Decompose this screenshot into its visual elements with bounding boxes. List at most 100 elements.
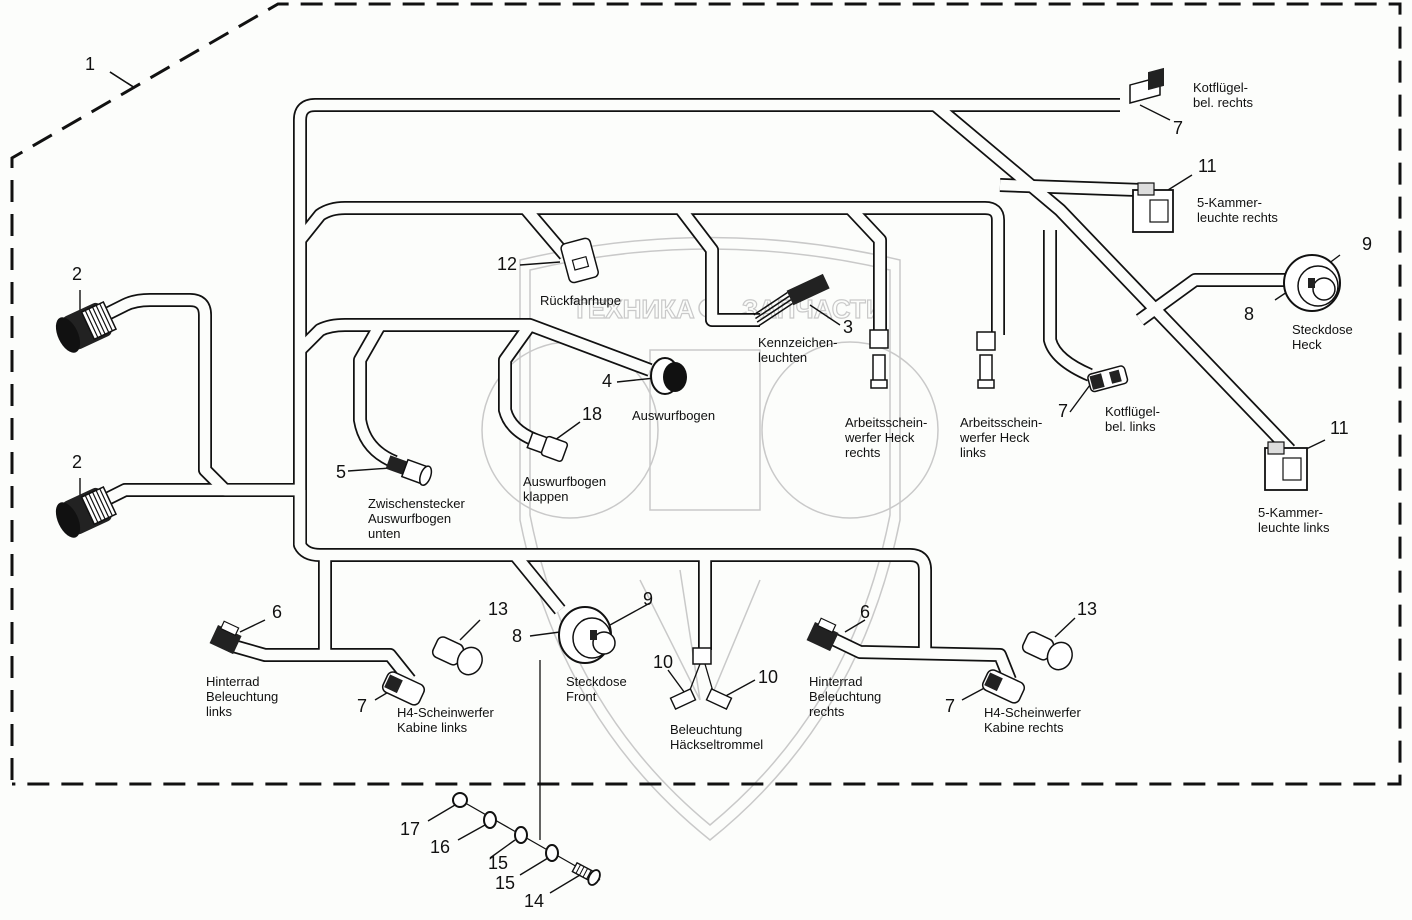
label-line: leuchte links bbox=[1258, 520, 1330, 535]
wire-fill bbox=[675, 204, 760, 326]
wire-fill bbox=[228, 639, 415, 684]
callout-c5: 5 bbox=[336, 462, 346, 482]
label-line: Steckdose bbox=[566, 674, 627, 689]
label-line: leuchte rechts bbox=[1197, 210, 1278, 225]
wire-fill bbox=[294, 490, 931, 655]
connector-7-h4-links[interactable] bbox=[381, 670, 427, 707]
label-line: 5-Kammer- bbox=[1197, 195, 1262, 210]
callout-c13a: 13 bbox=[488, 599, 508, 619]
label-line: werfer Heck bbox=[844, 430, 915, 445]
connector-11-5-kammer-links[interactable] bbox=[1264, 441, 1308, 491]
washer-16[interactable] bbox=[483, 811, 497, 829]
wire-fill bbox=[846, 204, 886, 335]
washer-15a[interactable] bbox=[514, 826, 528, 844]
nut-17[interactable] bbox=[452, 792, 468, 808]
label-line: H4-Scheinwerfer bbox=[984, 705, 1081, 720]
plug-arbeitsscheinwerfer-links[interactable] bbox=[976, 331, 996, 389]
label-line: Kotflügel- bbox=[1105, 404, 1160, 419]
callout-c14: 14 bbox=[524, 891, 544, 911]
callout-c10b: 10 bbox=[758, 667, 778, 687]
leader-line bbox=[1139, 104, 1171, 121]
label-line: Steckdose bbox=[1292, 322, 1353, 337]
label-line: Auswurfbogen bbox=[632, 408, 715, 423]
socket-8-steckdose-front[interactable] bbox=[558, 606, 616, 664]
wire-fill bbox=[510, 551, 565, 614]
connector-3-kennzeichen[interactable] bbox=[750, 273, 831, 327]
socket-8-steckdose-heck[interactable] bbox=[1283, 254, 1341, 312]
label-line: Hinterrad bbox=[206, 674, 259, 689]
wire-fill bbox=[832, 635, 1015, 682]
label-line: Hinterrad bbox=[809, 674, 862, 689]
label-kammer-rechts: 5-Kammer-leuchte rechts bbox=[1197, 195, 1278, 225]
leader-line bbox=[844, 619, 866, 633]
label-line: Front bbox=[566, 689, 597, 704]
leader-line bbox=[1069, 384, 1091, 413]
plug-arbeitsscheinwerfer-rechts[interactable] bbox=[869, 329, 889, 389]
callout-c12: 12 bbox=[497, 254, 517, 274]
callout-c13b: 13 bbox=[1077, 599, 1097, 619]
callout-c7c: 7 bbox=[357, 696, 367, 716]
label-line: links bbox=[206, 704, 233, 719]
callout-c3: 3 bbox=[843, 317, 853, 337]
connector-7-kotfluegel-rechts[interactable] bbox=[1129, 67, 1164, 104]
label-line: Auswurfbogen bbox=[523, 474, 606, 489]
callout-c9b: 9 bbox=[643, 589, 653, 609]
round-connector-2-bottom[interactable] bbox=[51, 483, 118, 541]
connector-6-hinterrad-links[interactable] bbox=[209, 620, 245, 655]
label-line: Kennzeichen- bbox=[758, 335, 838, 350]
connector-6-hinterrad-rechts[interactable] bbox=[806, 617, 842, 652]
callout-c6a: 6 bbox=[272, 602, 282, 622]
callout-c16: 16 bbox=[430, 837, 450, 857]
washer-15b[interactable] bbox=[545, 844, 559, 862]
wire-fill bbox=[295, 202, 1004, 335]
round-connector-2-top[interactable] bbox=[51, 298, 118, 356]
connector-5-zwischenstecker[interactable] bbox=[385, 453, 434, 487]
callout-c10a: 10 bbox=[653, 652, 673, 672]
callout-c7d: 7 bbox=[945, 696, 955, 716]
label-line: rechts bbox=[845, 445, 881, 460]
label-auswurfbogen: Auswurfbogen bbox=[632, 408, 715, 423]
wire-fill bbox=[354, 322, 398, 467]
callout-c2b: 2 bbox=[72, 452, 82, 472]
wire-fill bbox=[499, 321, 538, 445]
label-line: bel. rechts bbox=[1193, 95, 1253, 110]
connector-7-kotfluegel-links[interactable] bbox=[1087, 365, 1129, 393]
wire-fill bbox=[72, 294, 300, 496]
harness-wires bbox=[71, 98, 1296, 685]
wire-fill bbox=[1136, 274, 1290, 325]
callout-c1: 1 bbox=[85, 54, 95, 74]
components bbox=[51, 67, 1341, 887]
connector-7-h4-rechts[interactable] bbox=[981, 668, 1027, 705]
callout-c8a: 8 bbox=[1244, 304, 1254, 324]
label-line: Heck bbox=[1292, 337, 1322, 352]
wire-fill bbox=[521, 204, 569, 259]
connector-13-rechts[interactable] bbox=[1019, 627, 1076, 674]
label-line: links bbox=[960, 445, 987, 460]
fastener-stack[interactable] bbox=[452, 792, 602, 887]
connector-13-links[interactable] bbox=[429, 632, 486, 679]
connector-12-rueckfahrhupe[interactable] bbox=[560, 237, 599, 284]
wire-fill bbox=[296, 319, 652, 375]
leader-line bbox=[489, 839, 516, 859]
connector-11-5-kammer-rechts[interactable] bbox=[1132, 182, 1174, 233]
label-kennzeichen: Kennzeichen-leuchten bbox=[758, 335, 838, 365]
connector-4-auswurfbogen[interactable] bbox=[650, 357, 687, 395]
label-line: Rückfahrhupe bbox=[540, 293, 621, 308]
connector-18-auswurfbogen-klappen[interactable] bbox=[526, 431, 569, 462]
label-line: leuchten bbox=[758, 350, 807, 365]
connectors-10-haeckseltrommel[interactable] bbox=[669, 647, 733, 711]
leader-line bbox=[347, 467, 391, 472]
callout-c7b: 7 bbox=[1058, 401, 1068, 421]
label-line: 5-Kammer- bbox=[1258, 505, 1323, 520]
label-line: Kabine rechts bbox=[984, 720, 1064, 735]
callout-c11b: 11 bbox=[1330, 418, 1349, 438]
leader-line bbox=[519, 261, 561, 266]
screw-14[interactable] bbox=[571, 860, 602, 887]
leader-line-1 bbox=[109, 71, 136, 89]
